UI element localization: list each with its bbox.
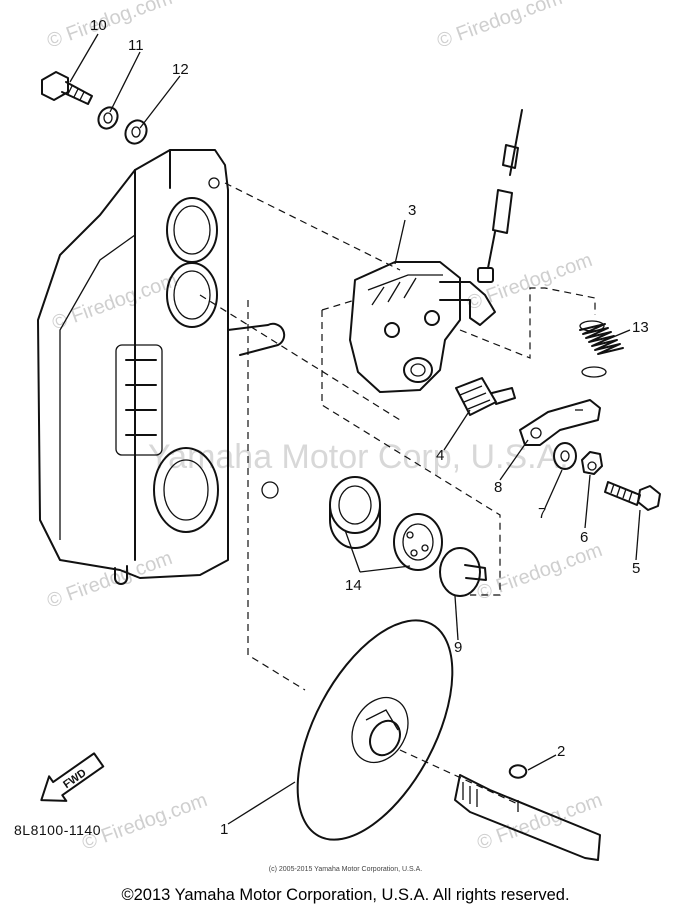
lever-8 (519, 399, 601, 446)
callout-9: 9 (454, 639, 462, 656)
callout-5: 5 (632, 560, 640, 577)
copyright-small: (c) 2005-2015 Yamaha Motor Corporation, … (268, 866, 423, 873)
copyright: ©2013 Yamaha Motor Corporation, U.S.A. A… (121, 886, 570, 904)
callout-8: 8 (494, 479, 502, 496)
pad-14a (329, 476, 381, 549)
shaft (454, 774, 601, 861)
spring-13 (579, 320, 624, 378)
watermark-site: © Firedog.com (44, 547, 175, 613)
case-housing (37, 149, 286, 585)
callout-3: 3 (408, 202, 416, 219)
nut-6 (581, 451, 603, 475)
callout-13: 13 (632, 319, 649, 336)
callout-2: 2 (557, 743, 565, 760)
watermarks: © Firedog.com © Firedog.com © Firedog.co… (44, 0, 605, 855)
brake-cable (477, 109, 523, 283)
part-code: 8L8100-1140 (14, 822, 101, 838)
plate-9 (439, 547, 487, 597)
watermark-site: © Firedog.com (49, 269, 180, 335)
callout-6: 6 (580, 529, 588, 546)
adjuster-4 (455, 377, 516, 416)
key-2 (508, 764, 528, 779)
caliper-3 (349, 261, 496, 393)
leader-lines (69, 33, 641, 825)
forward-arrow: FWD (40, 752, 105, 802)
callout-4: 4 (436, 447, 444, 464)
bolt-5 (604, 481, 661, 511)
callout-7: 7 (538, 505, 546, 522)
callout-1: 1 (220, 821, 228, 838)
callout-10: 10 (90, 17, 107, 34)
sheave-1 (296, 619, 454, 841)
pad-14b (393, 513, 443, 571)
lock-washer-11 (97, 106, 119, 130)
watermark-site: © Firedog.com (434, 0, 565, 53)
bolt-10 (41, 71, 93, 105)
callout-14: 14 (345, 577, 362, 594)
callouts: 1 2 3 4 5 6 7 8 9 10 11 12 13 14 (90, 17, 649, 838)
callout-12: 12 (172, 61, 189, 78)
washer-12 (124, 119, 148, 145)
callout-11: 11 (128, 37, 144, 54)
watermark-brand: Yamaha Motor Corp, U.S.A. (148, 438, 569, 476)
watermark-site: © Firedog.com (44, 0, 175, 53)
washer-7 (553, 442, 577, 470)
